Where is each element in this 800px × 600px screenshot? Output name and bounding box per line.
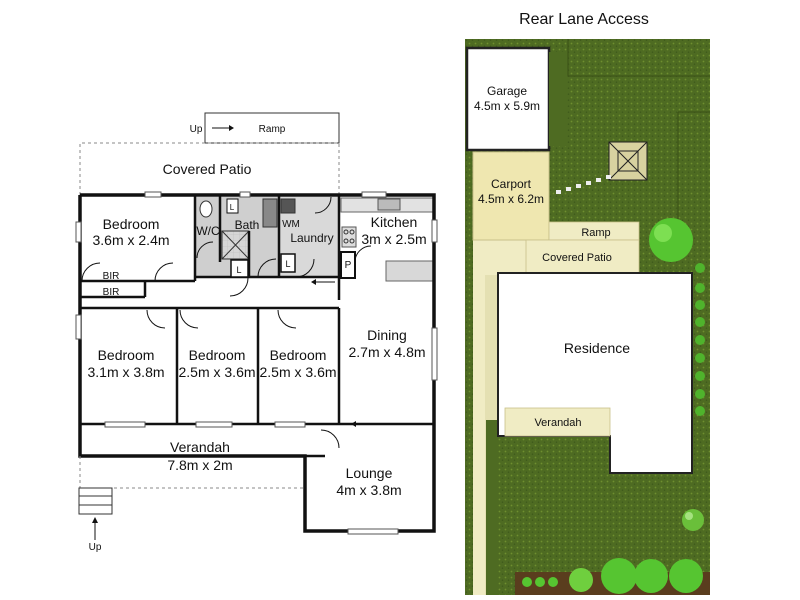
up-label-top: Up: [190, 124, 203, 135]
kitchen-size: 3m x 2.5m: [361, 231, 426, 247]
bedroom-3-size: 2.5m x 3.6m: [178, 364, 255, 380]
floor-plan: Up Ramp Covered Patio Bedroom 3.6m x 2.4…: [75, 112, 438, 553]
side-path: [498, 240, 526, 275]
site-plan: Rear Lane Access Garage 4.5m x 5.9m Carp…: [465, 11, 710, 595]
ramp-site-label: Ramp: [581, 227, 610, 239]
laundry-label: Laundry: [290, 231, 333, 245]
wm-label: WM: [282, 219, 300, 230]
linen-label-3: L: [285, 259, 290, 269]
bath-label: Bath: [235, 218, 260, 232]
kitchen-name: Kitchen: [371, 214, 418, 230]
lounge-size: 4m x 3.8m: [336, 482, 401, 498]
bedroom-4-size: 2.5m x 3.6m: [259, 364, 336, 380]
verandah-size: 7.8m x 2m: [167, 457, 232, 473]
covered-patio-site-label: Covered Patio: [542, 252, 612, 264]
dining-size: 2.7m x 4.8m: [348, 344, 425, 360]
covered-patio-label: Covered Patio: [163, 161, 252, 177]
garage-name: Garage: [487, 84, 527, 98]
gazebo: [608, 141, 648, 181]
bedroom-2-size: 3.1m x 3.8m: [87, 364, 164, 380]
tree-large: [649, 218, 693, 262]
ramp-label-top: Ramp: [259, 124, 286, 135]
bir-label-2: BIR: [103, 287, 120, 298]
kitchen-sink: [377, 198, 401, 211]
bathtub: [262, 198, 278, 228]
linen-cupboard-2: [230, 259, 249, 278]
verandah-site-label: Verandah: [534, 417, 581, 429]
front-steps: [78, 487, 113, 515]
hedge: [695, 263, 705, 416]
fridge-space: [385, 260, 434, 282]
bedroom-2-name: Bedroom: [98, 347, 155, 363]
residence-label: Residence: [564, 340, 630, 356]
garage: [465, 46, 551, 152]
linen-cupboard-3: [280, 253, 296, 273]
carport: [472, 151, 550, 241]
cooktop: [341, 226, 357, 248]
bedroom-1-name: Bedroom: [103, 216, 160, 232]
verandah-site: [504, 407, 611, 437]
covered-patio-site: [525, 239, 640, 274]
carport-name: Carport: [491, 177, 532, 191]
bir-label-1: BIR: [103, 271, 120, 282]
site-title: Rear Lane Access: [519, 11, 649, 28]
lounge-name: Lounge: [346, 465, 393, 481]
carport-size: 4.5m x 6.2m: [478, 192, 544, 206]
bedroom-1-size: 3.6m x 2.4m: [92, 232, 169, 248]
up-label-bottom: Up: [89, 542, 102, 553]
linen-cupboard-1: [226, 198, 239, 214]
bedroom-4-name: Bedroom: [270, 347, 327, 363]
washing-machine: [280, 198, 296, 214]
linen-label-2: L: [236, 265, 241, 275]
stepping-stones: [556, 175, 611, 194]
bottom-bushes: [522, 558, 703, 594]
dining-name: Dining: [367, 327, 407, 343]
garage-size: 4.5m x 5.9m: [474, 99, 540, 113]
bedroom-3-name: Bedroom: [189, 347, 246, 363]
shrub: [682, 509, 704, 531]
pantry: [340, 251, 356, 279]
verandah-name: Verandah: [170, 439, 230, 455]
toilet: [199, 200, 213, 218]
linen-label-1: L: [230, 203, 235, 212]
wc-label: W/C: [196, 224, 220, 238]
pantry-label: P: [345, 260, 352, 271]
